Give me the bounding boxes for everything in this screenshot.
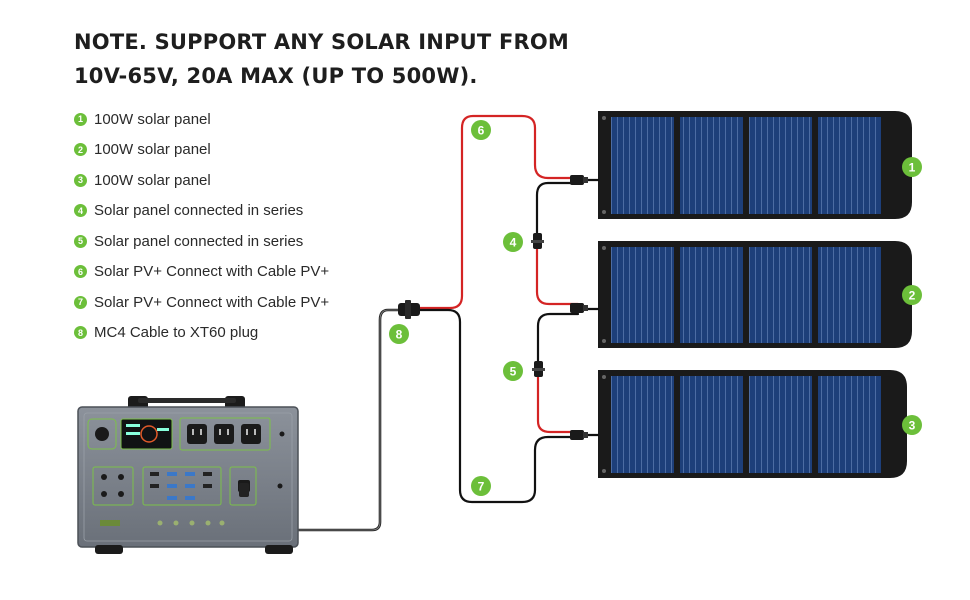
connector-panel1 xyxy=(570,175,588,185)
legend-text-5: Solar panel connected in series xyxy=(94,232,304,250)
svg-text:2: 2 xyxy=(909,289,916,303)
legend-number-1: 1 xyxy=(74,112,87,126)
callout-badge-5: 5 xyxy=(503,361,523,381)
title-line-2: 10V-65V, 20A MAX (UP TO 500W). xyxy=(74,64,478,88)
legend-list: 1 100W solar panel 2 100W solar panel 3 100… xyxy=(74,104,329,348)
callout-badge-4: 4 xyxy=(503,232,523,252)
svg-text:5: 5 xyxy=(510,365,517,379)
legend-item-8: 8 MC4 Cable to XT60 plug xyxy=(74,318,329,349)
solar-panel-2 xyxy=(598,241,912,348)
legend-text-6: Solar PV+ Connect with Cable PV+ xyxy=(94,263,330,281)
callout-badge-6: 6 xyxy=(471,120,491,140)
legend-number-8: 8 xyxy=(74,326,87,340)
connector-panel3 xyxy=(570,430,588,440)
callout-badges: 1 2 3 4 5 6 7 8 xyxy=(389,120,922,496)
red-cable-6 xyxy=(418,114,577,310)
main-mc4-joint xyxy=(398,300,420,319)
svg-text:1: 1 xyxy=(909,161,916,175)
svg-text:7: 7 xyxy=(478,480,485,494)
svg-text:6: 6 xyxy=(478,124,485,138)
legend-item-5: 5 Solar panel connected in series xyxy=(74,226,329,257)
series-cable-5-black xyxy=(536,312,580,366)
title-line-1: NOTE. SUPPORT ANY SOLAR INPUT FROM xyxy=(74,30,570,54)
legend-item-4: 4 Solar panel connected in series xyxy=(74,196,329,227)
series-connector-4 xyxy=(531,233,544,249)
legend-text-3: 100W solar panel xyxy=(94,171,211,189)
legend-item-3: 3 100W solar panel xyxy=(74,165,329,196)
legend-item-2: 2 100W solar panel xyxy=(74,135,329,166)
callout-badge-1: 1 xyxy=(902,157,922,177)
legend-text-7: Solar PV+ Connect with Cable PV+ xyxy=(94,293,330,311)
power-station xyxy=(77,396,299,554)
legend-number-5: 5 xyxy=(74,234,87,248)
legend-number-6: 6 xyxy=(74,265,87,279)
callout-badge-8: 8 xyxy=(389,324,409,344)
mc4-connectors xyxy=(398,175,588,440)
callout-badge-3: 3 xyxy=(902,415,922,435)
svg-text:4: 4 xyxy=(510,236,517,250)
legend-text-2: 100W solar panel xyxy=(94,141,211,159)
callout-badge-2: 2 xyxy=(902,285,922,305)
legend-text-1: 100W solar panel xyxy=(94,110,211,128)
legend-text-8: MC4 Cable to XT60 plug xyxy=(94,324,259,342)
legend-text-4: Solar panel connected in series xyxy=(94,202,304,220)
legend-number-2: 2 xyxy=(74,143,87,157)
callout-badge-7: 7 xyxy=(471,476,491,496)
svg-text:3: 3 xyxy=(909,419,916,433)
series-cable-4-red xyxy=(535,244,580,306)
series-connector-5 xyxy=(532,361,545,377)
legend-item-1: 1 100W solar panel xyxy=(74,104,329,135)
legend-item-6: 6 Solar PV+ Connect with Cable PV+ xyxy=(74,257,329,288)
solar-panel-1 xyxy=(598,111,912,219)
series-cable-5-red xyxy=(536,372,580,434)
svg-text:8: 8 xyxy=(396,328,403,342)
connector-panel2 xyxy=(570,303,588,313)
legend-number-7: 7 xyxy=(74,295,87,309)
solar-panel-3 xyxy=(598,370,907,478)
series-cable-4-black xyxy=(535,181,580,238)
black-cable-7 xyxy=(418,308,577,504)
solar-panels xyxy=(598,111,912,478)
legend-item-7: 7 Solar PV+ Connect with Cable PV+ xyxy=(74,287,329,318)
legend-number-4: 4 xyxy=(74,204,87,218)
legend-number-3: 3 xyxy=(74,173,87,187)
